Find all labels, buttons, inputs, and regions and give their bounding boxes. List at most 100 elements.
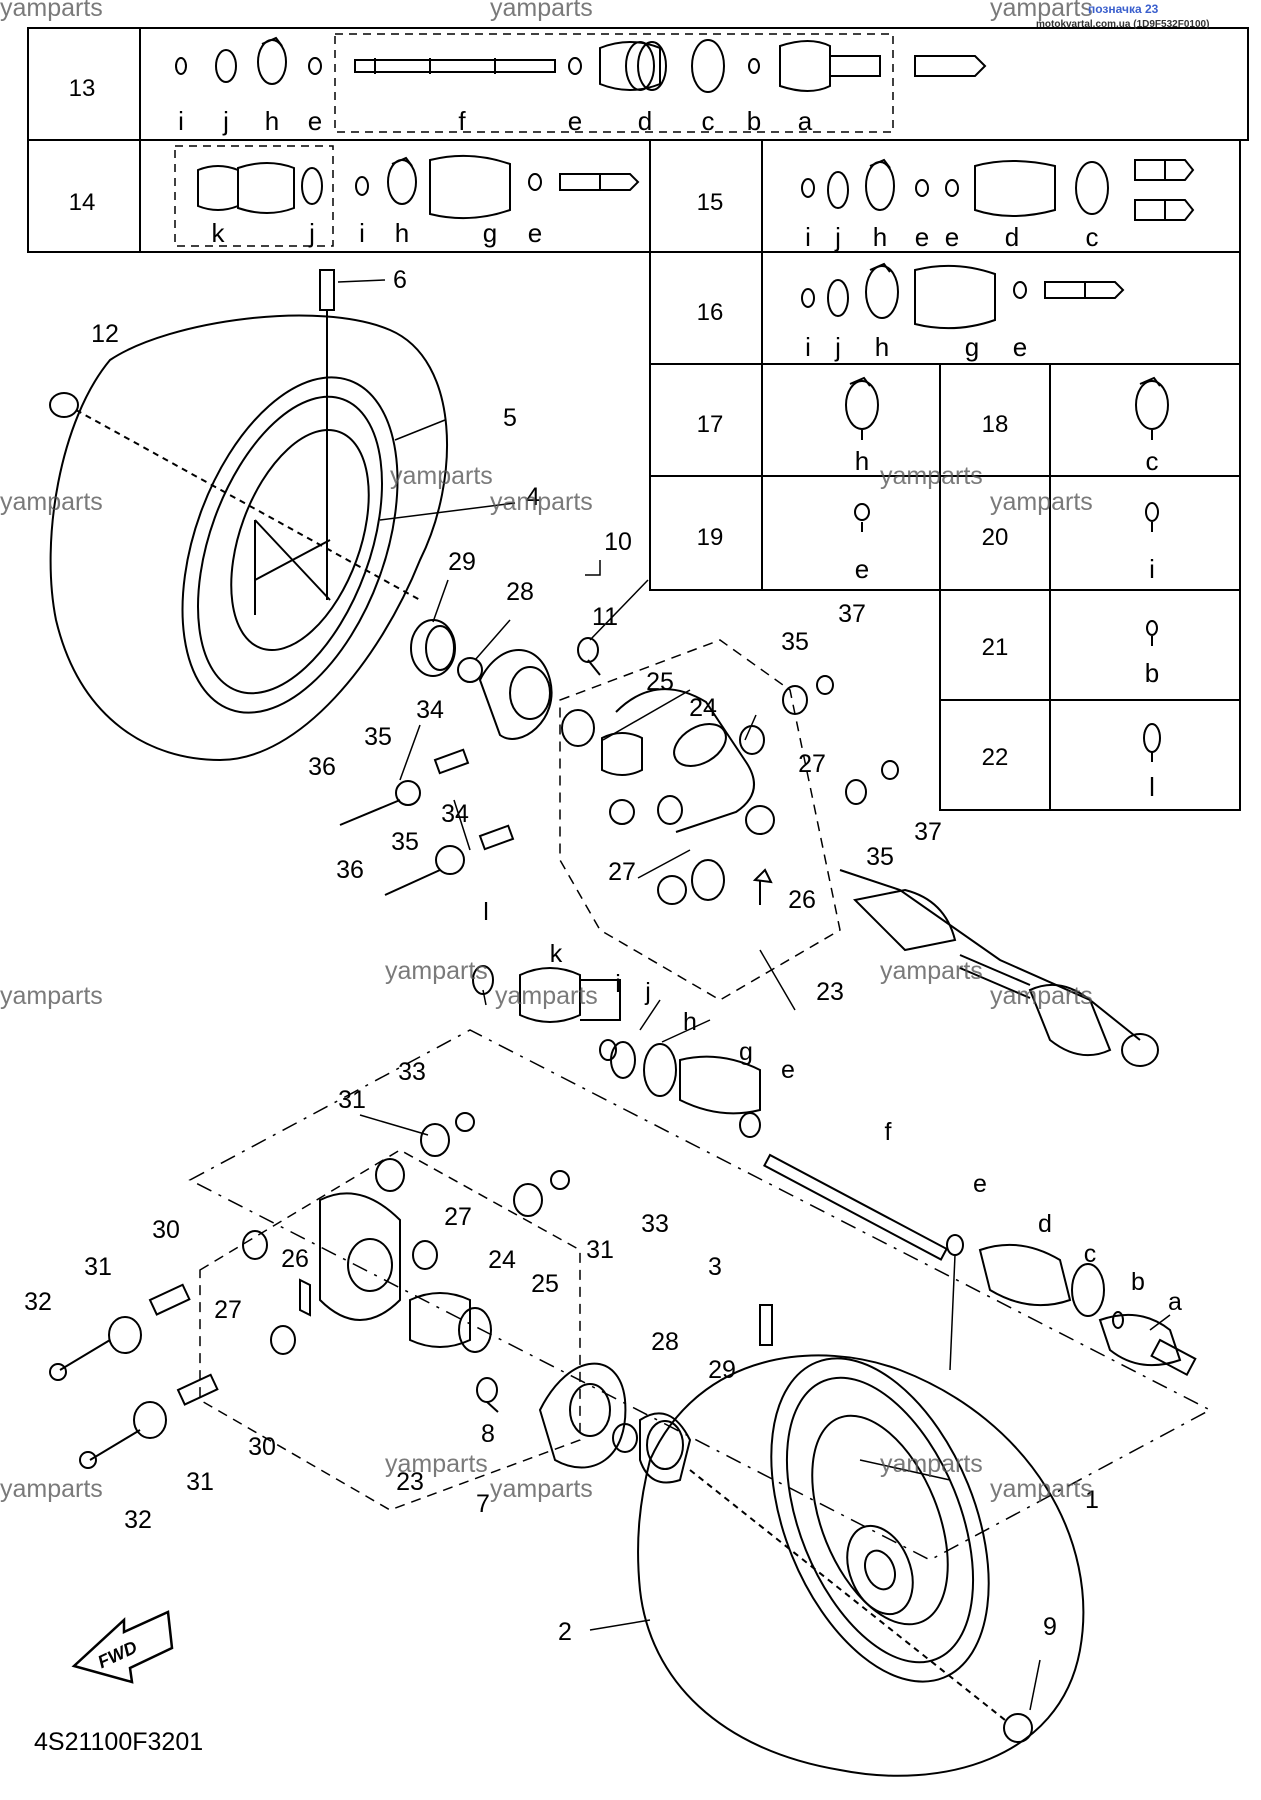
callout-37a: 37 [838,600,866,628]
letter-f: f [885,1118,892,1146]
kit-21-letter-b: b [1145,658,1159,688]
callout-29b: 29 [708,1356,736,1384]
upper-drive-shaft [839,869,1159,1067]
kit-no-16: 16 [697,299,724,326]
kit-row-numbers: 13 14 15 16 17 18 19 20 21 22 [69,75,1009,771]
letter-h: h [683,1008,697,1036]
kit-13-parts [175,36,987,93]
leader-lines [337,279,1171,1711]
callout-35d: 35 [866,843,894,871]
callout-12: 12 [91,320,119,348]
callout-25a: 25 [646,668,674,696]
callout-31d: 31 [186,1468,214,1496]
kit-14-letter-j: j [308,218,315,248]
overlay-link[interactable]: позначка 23 [1088,2,1159,16]
letter-b: b [1131,1268,1145,1296]
kit-16-letter-h: h [875,332,889,362]
callout-5: 5 [503,404,517,432]
kit-15-parts [801,158,1195,221]
letter-i: i [615,970,621,998]
kit-15-letters: i j h e e d c [805,222,1098,252]
kit-15-letter-j: j [834,222,841,252]
callout-35c: 35 [391,828,419,856]
callout-32a: 32 [24,1288,52,1316]
kit-no-15: 15 [697,189,724,216]
callout-4: 4 [526,483,540,511]
letter-g: g [739,1038,753,1066]
letter-e: e [781,1056,795,1084]
kit-no-21: 21 [982,634,1009,661]
kit-15-letter-e: e [915,222,929,252]
kit-13-letter-j: j [222,106,229,136]
callout-11: 11 [592,603,618,631]
kit-13-letter-b: b [747,106,761,136]
kit-14-letter-e: e [528,218,542,248]
kit-19-letter-e: e [855,554,869,584]
lower-tire [637,1354,1085,1777]
callout-26a: 26 [788,886,816,914]
diagram-code: 4S21100F3201 [34,1728,203,1756]
kit-13-letter-a: a [798,106,813,136]
callout-10: 10 [604,528,632,556]
letter-j: j [644,978,651,1006]
kit-14-parts [197,154,640,220]
callout-30a: 30 [152,1216,180,1244]
kit-no-13: 13 [69,75,96,102]
kit-13-letter-c: c [702,106,715,136]
callout-37b: 37 [914,818,942,846]
kit-14-letter-g: g [483,218,497,248]
callout-35b: 35 [364,723,392,751]
kit-14-letter-i: i [359,218,365,248]
callouts-lower: 33 31 27 30 33 31 31 32 26 24 25 27 3 28… [24,1058,1099,1646]
upper-valve [319,269,335,600]
upper-cv-parts [472,965,761,1138]
kit-15-letter-i: i [805,222,811,252]
kit-15-letter-d: d [1005,222,1019,252]
kit-single-letters: h c e i b l [855,446,1159,802]
upper-tire [49,314,448,762]
callout-27d: 27 [214,1296,242,1324]
lower-hub-parts [476,1304,773,1484]
kit-single-parts [845,376,1169,762]
kit-16-letter-i: i [805,332,811,362]
callout-30b: 30 [248,1433,276,1461]
kit-no-20: 20 [982,524,1009,551]
callout-27c: 27 [444,1203,472,1231]
kit-16-letters: i j h g e [805,332,1027,362]
kit-13-letter-e2: e [568,106,582,136]
kit-13-letters: i j h e f e d c b a [178,106,813,136]
kit-13-letter-f: f [458,106,466,136]
callout-29: 29 [448,548,476,576]
kit-13-letter-e: e [308,106,322,136]
callout-1: 1 [1085,1486,1099,1514]
letter-l: l [483,898,489,926]
kit-17-letter-h: h [855,446,869,476]
kit-no-19: 19 [697,524,724,551]
callout-36b: 36 [336,856,364,884]
callout-28b: 28 [651,1328,679,1356]
kit-13-letter-d: d [638,106,652,136]
kit-no-18: 18 [982,411,1009,438]
fwd-arrow: FWD [71,1610,174,1684]
callout-31b: 31 [586,1236,614,1264]
kit-13-letter-i: i [178,106,184,136]
callout-7: 7 [476,1490,490,1518]
callout-35a: 35 [781,628,809,656]
letter-k: k [550,940,563,968]
kit-15-letter-e2: e [945,222,959,252]
letter-e2: e [973,1170,987,1198]
callout-27b: 27 [608,858,636,886]
kit-no-14: 14 [69,189,96,216]
kit-14-letter-h: h [395,218,409,248]
letter-d: d [1038,1210,1052,1238]
callout-31a: 31 [338,1086,366,1114]
callout-31c: 31 [84,1253,112,1281]
callout-33b: 33 [641,1210,669,1238]
callout-3: 3 [708,1253,722,1281]
kit-16-letter-j: j [834,332,841,362]
callout-32b: 32 [124,1506,152,1534]
kit-14-letters: k j i h g e [212,218,543,248]
lower-frame [188,1029,1212,1561]
callouts-upper: 6 12 5 4 29 28 10 11 35 37 25 24 34 35 3… [91,266,1182,1316]
kit-no-22: 22 [982,744,1009,771]
